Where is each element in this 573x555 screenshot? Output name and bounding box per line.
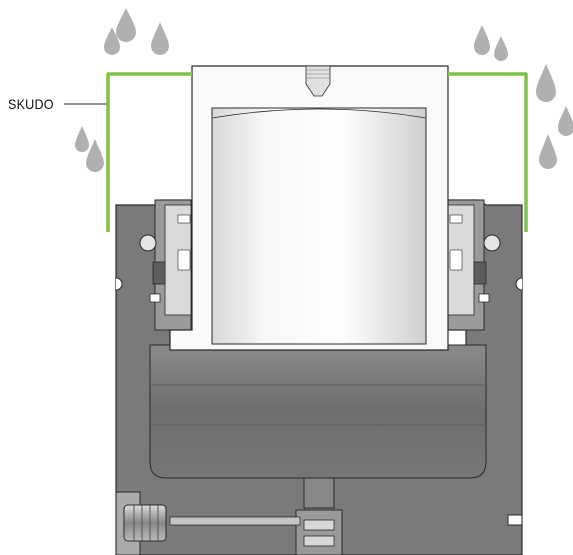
- drop-10: [539, 134, 557, 169]
- chamber: [149, 344, 487, 479]
- drop-7: [494, 36, 508, 61]
- drop-3: [151, 22, 169, 55]
- drop-1: [116, 8, 136, 42]
- shield-skudo: [106, 72, 528, 232]
- drop-5: [86, 139, 104, 172]
- drop-2: [104, 27, 120, 55]
- right-seal-assembly: [447, 199, 501, 331]
- shield-label: SKUDO: [8, 96, 54, 112]
- drop-6: [474, 25, 490, 55]
- drop-8: [536, 64, 556, 102]
- drop-4: [75, 126, 89, 152]
- hose-fitting: [115, 491, 167, 555]
- piston: [169, 65, 449, 351]
- drop-9: [558, 106, 573, 136]
- oil-channel: [169, 477, 343, 555]
- water-drops: [75, 8, 573, 172]
- left-seal-assembly: [139, 199, 192, 331]
